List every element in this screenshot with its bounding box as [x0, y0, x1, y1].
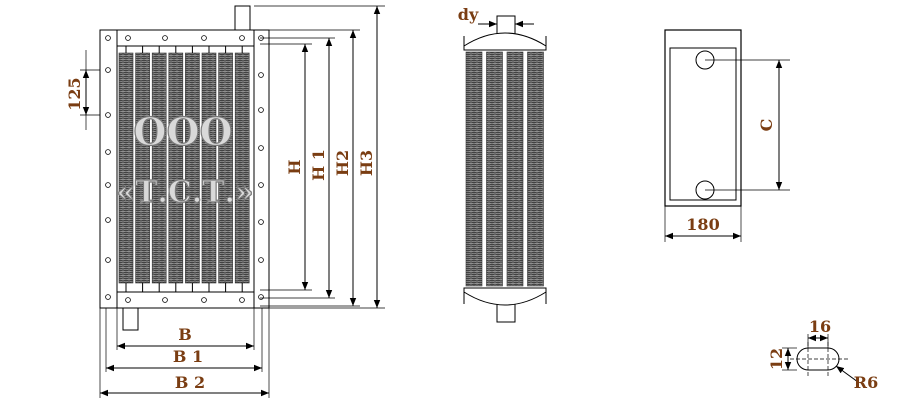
finned-tube: [185, 52, 200, 284]
finned-tube: [135, 52, 150, 284]
side-bottom-collector: [463, 287, 547, 306]
left-flange-holes: [105, 35, 111, 300]
header-hole: [162, 35, 168, 41]
side-finned-tube: [486, 51, 503, 287]
header-hole: [162, 297, 168, 303]
label-12: 12: [767, 348, 786, 370]
front-view: ООО «Т.С.Т.» 125 H H 1 H2 H3: [65, 5, 385, 398]
label-125: 125: [65, 77, 84, 110]
finned-tube: [234, 52, 250, 284]
flange-hole: [258, 107, 264, 113]
label-R6: R6: [854, 373, 878, 392]
header-hole: [125, 297, 131, 303]
side-view: dy: [458, 5, 547, 323]
right-flange-holes: [258, 35, 264, 300]
side-finned-tube: [465, 51, 483, 287]
header-holes: [125, 35, 245, 303]
flange-hole: [258, 294, 264, 300]
flange-hole: [105, 257, 111, 263]
finned-tube: [218, 52, 233, 284]
finned-tube: [168, 52, 184, 284]
slot-detail: 16 12 R6: [767, 317, 878, 392]
side-finned-tube: [506, 51, 524, 287]
finned-tube: [201, 52, 217, 284]
watermark-line2: «Т.С.Т.»: [116, 175, 253, 210]
label-B: B: [178, 325, 192, 344]
header-hole: [239, 297, 245, 303]
flange-hole: [105, 149, 111, 155]
header-hole: [125, 35, 131, 41]
side-top-collector: [463, 32, 547, 51]
label-B2: B 2: [175, 373, 205, 392]
flange-hole: [105, 35, 111, 41]
flange-hole: [258, 72, 264, 78]
flange-hole: [105, 67, 111, 73]
header-hole: [239, 35, 245, 41]
label-dy: dy: [458, 5, 479, 24]
label-B1: B 1: [173, 347, 203, 366]
flange-hole: [105, 294, 111, 300]
right-flange: [253, 29, 270, 309]
flange-inner: [669, 47, 737, 201]
label-180: 180: [686, 215, 719, 234]
side-top-pipe: [496, 15, 516, 35]
flange-hole: [258, 257, 264, 263]
side-finned-tube: [527, 51, 544, 287]
label-H1: H 1: [309, 149, 328, 181]
bottom-header: [116, 291, 255, 309]
flange-view: C 180: [664, 29, 790, 242]
flange-hole: [258, 219, 264, 225]
label-16: 16: [809, 317, 831, 336]
flange-hole: [258, 145, 264, 151]
finned-tubes: [118, 46, 250, 292]
label-H3: H3: [357, 150, 376, 176]
header-hole: [201, 35, 207, 41]
top-pipe: [234, 5, 251, 31]
finned-tube: [151, 52, 167, 284]
side-finned-tubes: [465, 51, 544, 287]
flange-hole: [105, 182, 111, 188]
label-H: H: [285, 159, 304, 174]
watermark-line1: ООО: [133, 109, 232, 154]
flange-hole: [105, 112, 111, 118]
top-header: [116, 29, 255, 47]
flange-hole: [105, 217, 111, 223]
label-C: C: [757, 119, 776, 132]
finned-tube: [118, 52, 134, 284]
bottom-pipe: [122, 305, 139, 331]
left-flange: [99, 29, 118, 309]
label-H2: H2: [333, 150, 352, 176]
header-hole: [201, 297, 207, 303]
flange-hole: [258, 182, 264, 188]
